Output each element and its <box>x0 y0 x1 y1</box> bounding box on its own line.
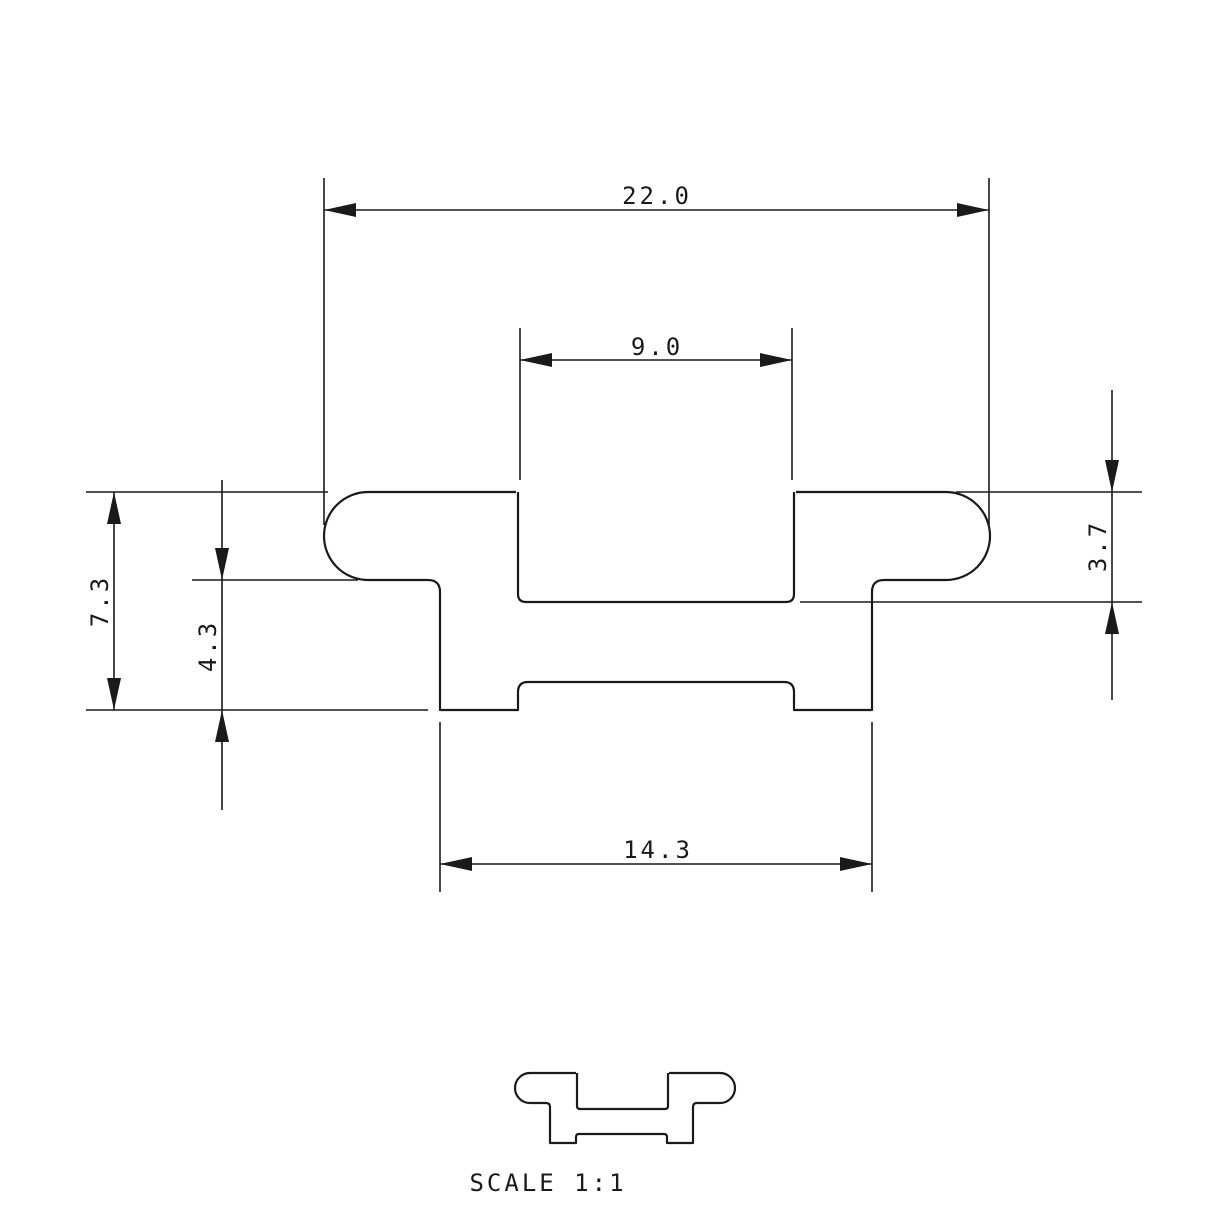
dim-label-7-3: 7.3 <box>86 575 114 627</box>
scale-note: SCALE 1:1 <box>469 1169 626 1197</box>
dim-label-9: 9.0 <box>631 333 683 361</box>
thumbnail-slot-path <box>575 1073 670 1111</box>
dim-base-width: 14.3 <box>440 836 872 871</box>
slot-path <box>516 492 796 604</box>
dim-base-height: 4.3 <box>194 480 229 810</box>
dim-label-3-7: 3.7 <box>1084 520 1112 572</box>
profile-outline <box>322 490 992 712</box>
dim-label-14-3: 14.3 <box>623 836 693 864</box>
profile-path <box>322 490 992 712</box>
scale-thumbnail <box>513 1071 737 1145</box>
dim-overall-width: 22.0 <box>324 182 989 217</box>
dim-label-22: 22.0 <box>622 182 692 210</box>
dim-flange-height: 3.7 <box>1084 390 1119 700</box>
dim-overall-height: 7.3 <box>86 492 121 710</box>
thumbnail-profile-path <box>513 1071 737 1145</box>
extension-lines <box>86 178 1142 892</box>
dim-slot-width: 9.0 <box>520 333 792 367</box>
dim-label-4-3: 4.3 <box>194 620 222 672</box>
